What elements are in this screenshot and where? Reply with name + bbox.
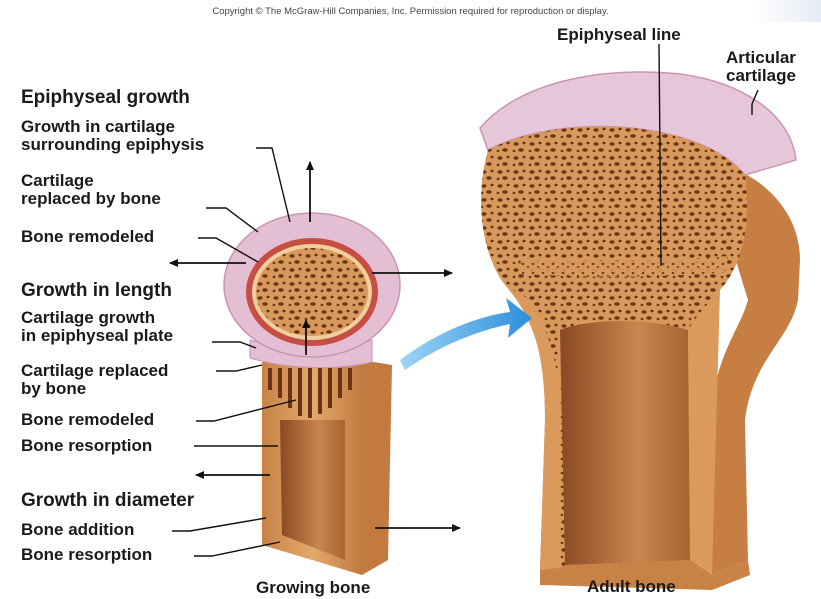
label-bone-addition: Bone addition — [21, 521, 134, 539]
label-bone-remodeled-mid: Bone remodeled — [21, 411, 154, 429]
growing-shaft-outer — [362, 360, 392, 575]
caption-adult-bone: Adult bone — [587, 578, 676, 596]
label-bone-remodeled-top: Bone remodeled — [21, 228, 154, 246]
label-bone-resorption-mid: Bone resorption — [21, 437, 152, 455]
label-epiphyseal-line: Epiphyseal line — [557, 26, 681, 44]
label-growth-in-length: Growth in length — [21, 281, 172, 301]
adult-medullary-cavity — [560, 321, 690, 565]
growth-transition-arrow — [400, 298, 532, 370]
label-growth-in-diameter: Growth in diameter — [21, 491, 194, 511]
growing-spongy-center — [256, 248, 368, 336]
adult-bone — [480, 72, 800, 590]
caption-growing-bone: Growing bone — [256, 579, 370, 597]
label-epiphyseal-growth: Epiphyseal growth — [21, 88, 190, 108]
label-articular-cartilage: Articular cartilage — [726, 49, 796, 85]
label-cartilage-growth-plate: Cartilage growth in epiphyseal plate — [21, 309, 173, 345]
label-growth-in-cartilage: Growth in cartilage surrounding epiphysi… — [21, 118, 204, 154]
label-cartilage-replaced-by-bone: Cartilage replaced by bone — [21, 362, 168, 398]
label-bone-resorption-low: Bone resorption — [21, 546, 152, 564]
label-cartilage-replaced-top: Cartilage replaced by bone — [21, 172, 161, 208]
